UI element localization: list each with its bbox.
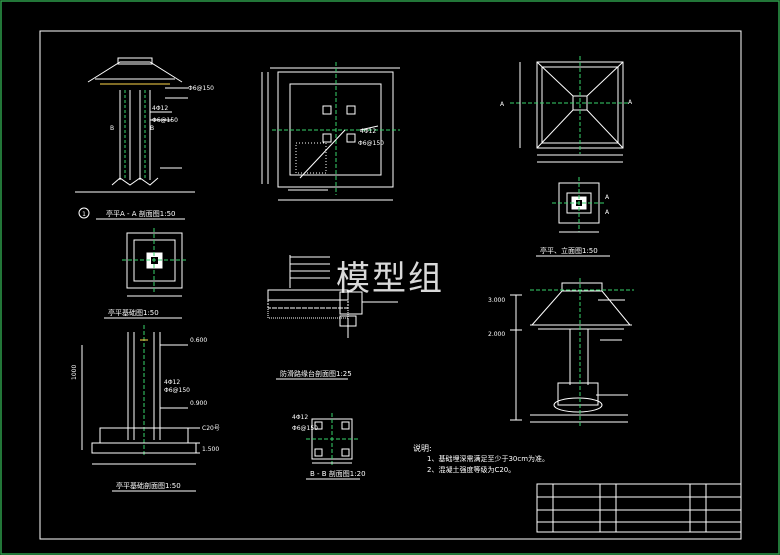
roof-plan-axis-a-left: A xyxy=(500,101,505,108)
svg-text:Φ6@150: Φ6@150 xyxy=(164,387,190,394)
top-plan-drawing xyxy=(261,62,400,201)
svg-text:4Φ12: 4Φ12 xyxy=(152,105,168,112)
top-plan-rebar: 4Φ12 xyxy=(360,128,376,135)
foundation-section-title: 亭平基础剖面图1:50 xyxy=(116,481,181,490)
top-plan-stirrup: Φ6@150 xyxy=(358,140,384,147)
section-aa-title: 亭平A - A 剖面图1:50 xyxy=(106,209,176,218)
pavilion-plan-title: 亭平、立面图1:50 xyxy=(540,246,598,255)
svg-text:Φ6@150: Φ6@150 xyxy=(188,85,214,92)
bb-stirrup: Φ6@150 xyxy=(292,425,318,432)
elevation-drawing xyxy=(510,278,634,428)
section-marker-circle xyxy=(78,207,90,219)
kerb-detail-title: 防滑路缘台剖面图1:25 xyxy=(280,369,352,378)
roof-plan-axis-a-right: A xyxy=(628,99,633,106)
note-2: 2、混凝土强度等级为C20。 xyxy=(427,465,515,474)
svg-text:A: A xyxy=(605,194,610,201)
elev-label-1: 0.600 xyxy=(190,337,207,344)
bb-section-title: B - B 剖面图1:20 xyxy=(310,469,366,478)
foundation-plan-drawing xyxy=(122,228,187,297)
drawing-frame xyxy=(39,30,742,540)
svg-text:B: B xyxy=(110,125,114,132)
watermark: 模型组 xyxy=(336,259,444,299)
elevation-height-2: 2.000 xyxy=(488,331,505,338)
svg-text:4Φ12: 4Φ12 xyxy=(164,379,180,386)
svg-text:Φ6@150: Φ6@150 xyxy=(152,117,178,124)
svg-text:A: A xyxy=(605,209,610,216)
bb-section-drawing xyxy=(306,413,358,465)
kerb-detail-drawing xyxy=(267,255,398,338)
svg-text:1000: 1000 xyxy=(71,365,78,380)
foundation-plan-title: 亭平基础图1:50 xyxy=(108,308,159,317)
foundation-section-drawing: 4Φ12 Φ6@150 1000 xyxy=(71,325,200,465)
title-block xyxy=(536,483,742,533)
notes-heading: 说明: xyxy=(413,443,432,453)
section-marker-number: 1 xyxy=(82,211,86,218)
elev-label-2: 0.900 xyxy=(190,400,207,407)
section-aa-drawing: Φ6@150 4Φ12 Φ6@150 B B xyxy=(75,57,214,193)
bb-rebar: 4Φ12 xyxy=(292,414,308,421)
concrete-label: C20号 xyxy=(202,425,220,432)
note-1: 1、基础埋深需满足至少于30cm为准。 xyxy=(427,454,549,463)
elev-label-3: 1.500 xyxy=(202,446,219,453)
elevation-height-1: 3.000 xyxy=(488,297,505,304)
svg-text:B: B xyxy=(150,125,154,132)
roof-plan-drawing xyxy=(510,56,628,163)
pavilion-plan-drawing: A A xyxy=(552,177,610,233)
